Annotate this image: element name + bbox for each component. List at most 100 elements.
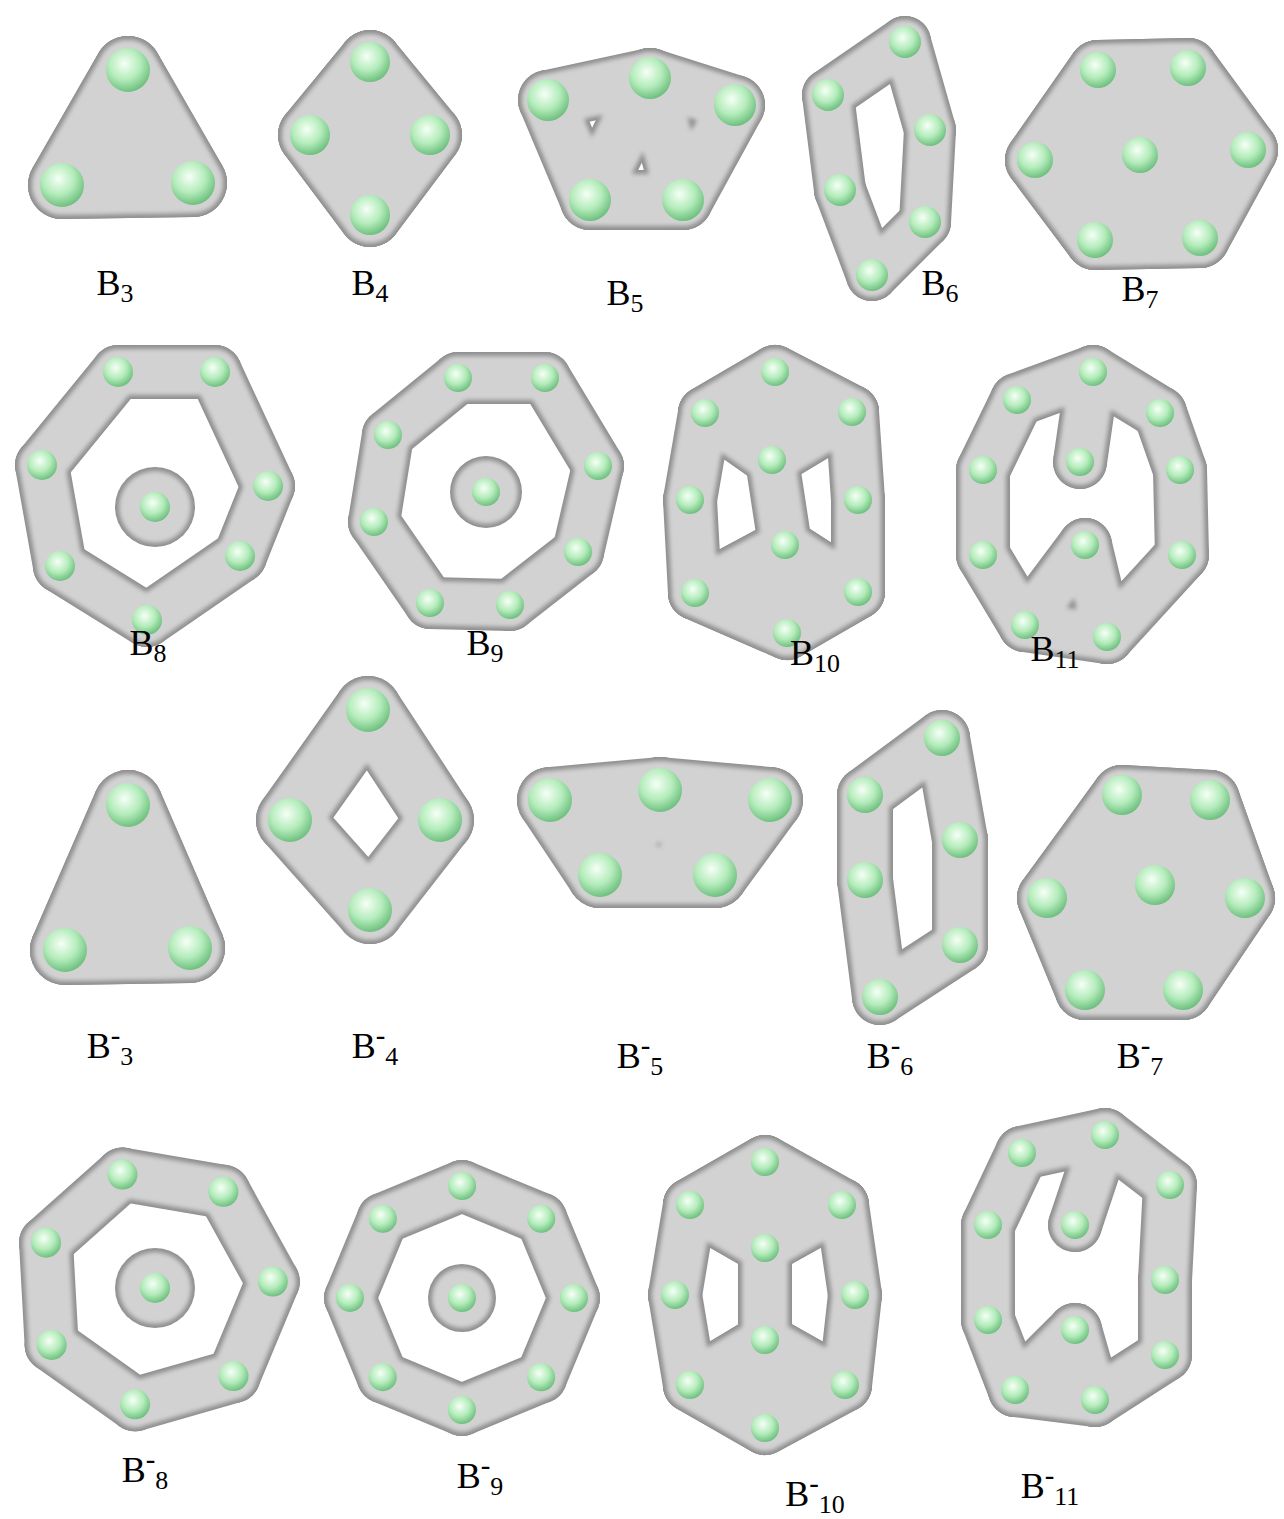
density-blob <box>192 349 238 395</box>
density-blob <box>1174 212 1226 264</box>
density-blob <box>1084 614 1130 660</box>
atoms <box>268 688 462 932</box>
subscript: 8 <box>155 1466 168 1495</box>
element-symbol: B <box>617 1036 641 1076</box>
density-blob <box>37 543 83 589</box>
boron-atom <box>496 591 524 619</box>
boron-atom <box>253 471 283 501</box>
atoms <box>27 357 283 635</box>
boron-cluster <box>15 345 295 647</box>
boron-atom <box>200 357 230 387</box>
density-blob <box>835 477 881 523</box>
density-blob <box>806 73 850 117</box>
density-blob <box>1070 349 1116 395</box>
density-blob <box>841 771 889 819</box>
density-outer <box>956 345 1209 664</box>
boron-atom <box>208 1177 238 1207</box>
density-blob <box>819 1182 865 1228</box>
boron-atom <box>889 26 921 58</box>
density-blob <box>657 174 709 226</box>
boron-atom <box>1001 1376 1029 1404</box>
cluster-label: B3 <box>97 262 134 309</box>
boron-atom <box>120 1389 150 1419</box>
boron-atom <box>1071 531 1099 559</box>
density-blob <box>576 444 620 488</box>
boron-cluster <box>28 36 227 219</box>
superscript: - <box>891 1029 901 1061</box>
boron-atom <box>418 798 462 842</box>
superscript: - <box>111 1019 121 1051</box>
density-blob <box>1114 129 1166 181</box>
atoms <box>336 1172 588 1424</box>
boron-atom <box>258 1267 288 1297</box>
boron-atom <box>1003 386 1031 414</box>
element-symbol: B <box>352 263 376 303</box>
density-inner <box>841 714 984 1021</box>
subscript: 4 <box>385 1042 398 1071</box>
density-blob <box>908 108 952 152</box>
density-blob <box>1157 447 1203 493</box>
boron-cluster <box>324 1160 600 1436</box>
cluster-label: B-3 <box>87 1018 134 1072</box>
element-symbol: B <box>97 263 121 303</box>
boron-atom <box>444 364 472 392</box>
density-blob <box>342 187 398 243</box>
density-blob <box>200 1169 246 1215</box>
boron-atom <box>1182 220 1218 256</box>
element-symbol: B <box>130 623 154 663</box>
density-outer <box>1017 765 1275 1020</box>
boron-atom <box>472 478 500 506</box>
boron-cluster <box>802 16 956 301</box>
superscript: - <box>809 1467 819 1499</box>
subscript: 3 <box>121 279 134 308</box>
density-blob <box>686 846 744 904</box>
cluster-label: B-8 <box>122 1442 169 1496</box>
density-blob <box>965 1297 1011 1343</box>
element-symbol: B <box>790 633 814 673</box>
boron-atom <box>909 206 941 238</box>
density-blob <box>999 1130 1045 1176</box>
density-inner <box>667 349 881 656</box>
density-inner <box>282 34 458 243</box>
density-blob <box>1159 532 1205 578</box>
cluster-label: B-5 <box>617 1028 664 1082</box>
density-blob <box>1021 872 1073 924</box>
density-blob <box>552 1276 596 1320</box>
boron-atom <box>1065 970 1105 1010</box>
density-blob <box>571 846 629 904</box>
density-blob <box>1052 1202 1098 1248</box>
density-inner <box>32 40 223 215</box>
boron-atom <box>751 1234 779 1262</box>
boron-atom <box>43 928 87 972</box>
density-blob <box>115 1248 195 1328</box>
cluster-label: B7 <box>1122 268 1159 315</box>
subscript: 10 <box>814 649 840 678</box>
boron-atom <box>1170 50 1206 86</box>
boron-atom <box>27 450 57 480</box>
boron-atom <box>531 364 559 392</box>
atoms <box>528 768 792 897</box>
atoms <box>1027 775 1265 1010</box>
density-blob <box>432 1268 492 1328</box>
density-blob <box>29 1322 75 1368</box>
density-inner <box>352 356 620 627</box>
density-blob <box>631 761 689 819</box>
boron-atom <box>225 541 255 571</box>
boron-atom <box>629 57 671 99</box>
density-outer <box>517 757 803 908</box>
superscript: - <box>1141 1029 1151 1061</box>
density-blob <box>1009 134 1061 186</box>
boron-atom <box>560 1284 588 1312</box>
density-blob <box>519 1197 563 1241</box>
boron-atom <box>676 486 704 514</box>
boron-atom <box>350 195 390 235</box>
boron-atom <box>37 1330 67 1360</box>
cluster-label: B6 <box>922 262 959 309</box>
boron-atom <box>448 1172 476 1200</box>
density-blob <box>835 569 881 615</box>
subscript: 10 <box>819 1490 845 1519</box>
boron-cluster <box>518 48 765 230</box>
density-blob <box>903 200 947 244</box>
boron-atom <box>751 1326 779 1354</box>
